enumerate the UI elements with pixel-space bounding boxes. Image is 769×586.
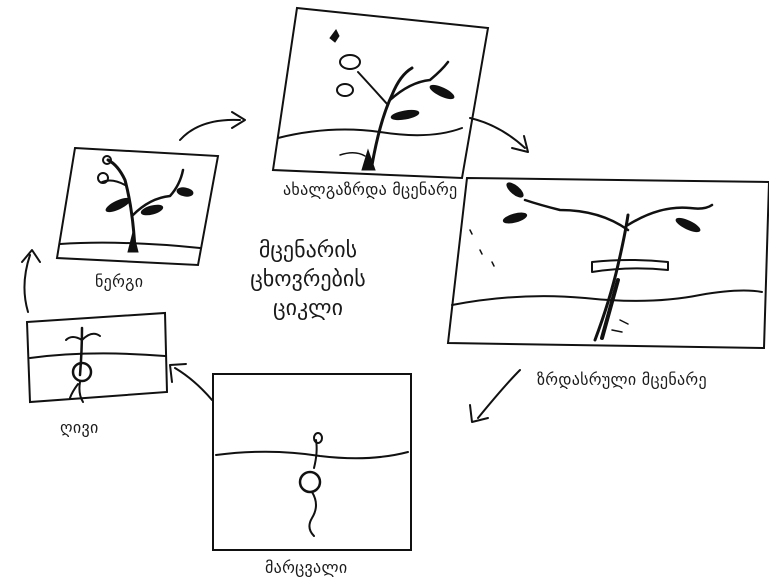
young-plant-label: ახალგაზრდა მცენარე: [283, 180, 457, 199]
adult-plant-drawing: [448, 178, 769, 348]
cycle-title: მცენარის ცხოვრების ციკლი: [228, 236, 388, 323]
arrow-sprout-to-seedling: [24, 255, 30, 312]
arrow-seed-to-sprout: [175, 368, 212, 400]
seedling-drawing: [57, 148, 218, 265]
arrow-young-to-adult: [470, 118, 525, 148]
cycle-title-line-3: ციკლი: [228, 294, 388, 323]
arrow-adult-to-seed: [478, 370, 520, 418]
cycle-title-line-2: ცხოვრების: [228, 265, 388, 294]
seedling-label: ნერგი: [95, 272, 143, 291]
seed-label: მარცვალი: [265, 558, 347, 577]
seed-drawing: [213, 374, 411, 550]
cycle-title-line-1: მცენარის: [228, 236, 388, 265]
young-plant-drawing: [273, 8, 488, 178]
arrow-seedling-to-young: [180, 120, 240, 140]
sprout-drawing: [27, 313, 167, 402]
sprout-label: ღივი: [60, 418, 99, 437]
adult-plant-label: ზრდასრული მცენარე: [537, 370, 707, 389]
